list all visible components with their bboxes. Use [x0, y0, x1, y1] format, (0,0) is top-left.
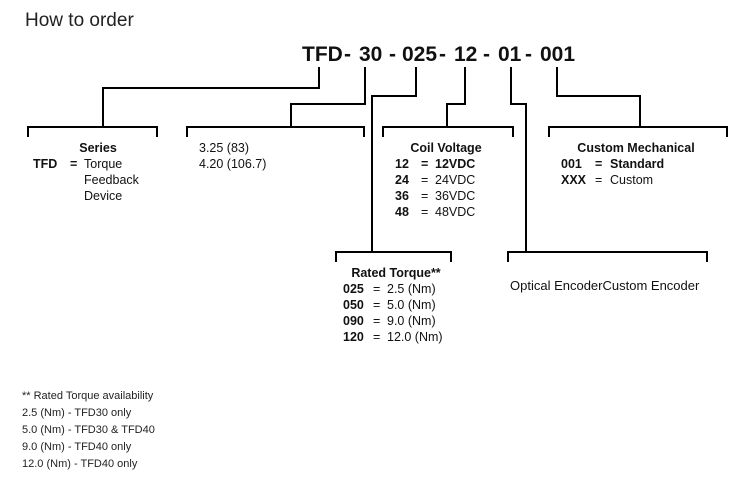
page-title: How to order — [25, 10, 134, 31]
code-series: TFD — [302, 43, 343, 66]
series-code: TFD — [33, 157, 58, 171]
voltage-code: 48 — [395, 205, 409, 219]
torque-value: 2.5 (Nm) — [387, 282, 436, 296]
rated-torque-header: Rated Torque** — [351, 266, 441, 280]
footnote-line: 9.0 (Nm) - TFD40 only — [22, 441, 132, 453]
series-line: Torque — [84, 157, 123, 171]
footnote: ** Rated Torque availability 2.5 (Nm) - … — [22, 388, 155, 473]
footnote-line: 2.5 (Nm) - TFD30 only — [22, 407, 132, 419]
torque-value: 5.0 (Nm) — [387, 298, 436, 312]
code-separator: - — [483, 43, 490, 66]
voltage-value: 36VDC — [435, 189, 476, 203]
series-connector — [102, 67, 320, 127]
custom-mechanical-block: Custom Mechanical 001 = Standard XXX = C… — [551, 140, 727, 188]
footnote-line: 12.0 (Nm) - TFD40 only — [22, 458, 138, 470]
mechanical-code: XXX — [561, 173, 587, 187]
rated-torque-block: Rated Torque** 025 = 2.5 (Nm) 050 = 5.0 … — [340, 265, 452, 345]
mechanical-value: Standard — [610, 157, 665, 171]
code-encoder: 01 — [498, 43, 522, 66]
code-mechanical: 001 — [540, 43, 576, 66]
voltage-value: 24VDC — [435, 173, 476, 187]
voltage-code: 12 — [395, 157, 409, 171]
mechanical-code: 001 — [561, 157, 582, 171]
code-torque: 025 — [402, 43, 438, 66]
torque-code: 090 — [343, 314, 364, 328]
voltage-code: 36 — [395, 189, 409, 203]
torque-connector — [371, 67, 417, 252]
voltage-value: 48VDC — [435, 205, 476, 219]
code-separator: - — [389, 43, 396, 66]
voltage-value: 12VDC — [435, 157, 476, 171]
code-separator: - — [344, 43, 351, 66]
torque-value: 9.0 (Nm) — [387, 314, 436, 328]
torque-code: 120 — [343, 330, 364, 344]
torque-bracket — [335, 251, 452, 262]
torque-value: 12.0 (Nm) — [387, 330, 443, 344]
series-header: Series — [79, 141, 117, 155]
voltage-bracket — [382, 126, 514, 137]
frame-option: 4.20 (106.7) — [199, 157, 267, 171]
mechanical-bracket — [548, 126, 728, 137]
series-bracket — [27, 126, 158, 137]
frame-option: 3.25 (83) — [199, 141, 250, 155]
code-separator: - — [525, 43, 532, 66]
torque-code: 025 — [343, 282, 364, 296]
series-line: Feedback — [84, 173, 139, 187]
footnote-line: ** Rated Torque availability — [22, 390, 154, 402]
series-eq: = — [70, 157, 78, 171]
encoder-connector — [510, 67, 527, 252]
footnote-line: 5.0 (Nm) - TFD30 & TFD40 — [22, 424, 155, 436]
frame-size-block: 3.25 (83) 4.20 (106.7) — [199, 140, 266, 172]
code-voltage: 12 — [454, 43, 478, 66]
frame-bracket — [186, 126, 365, 137]
mechanical-value: Custom — [610, 173, 654, 187]
code-frame: 30 — [359, 43, 383, 66]
encoder-text: Optical EncoderCustom Encoder — [510, 278, 700, 293]
series-block: Series TFD = Torque Feedback Device — [30, 140, 156, 204]
torque-code: 050 — [343, 298, 364, 312]
encoder-bracket — [507, 251, 708, 262]
code-separator: - — [439, 43, 446, 66]
coil-voltage-block: Coil Voltage 12 = 12VDC 24 = 24VDC 36 = … — [385, 140, 513, 220]
voltage-code: 24 — [395, 173, 409, 187]
frame-connector — [290, 67, 366, 127]
voltage-connector — [446, 67, 466, 127]
mechanical-connector — [556, 67, 641, 127]
series-line: Device — [84, 189, 123, 203]
coil-voltage-header: Coil Voltage — [410, 141, 482, 155]
custom-mechanical-header: Custom Mechanical — [577, 141, 695, 155]
